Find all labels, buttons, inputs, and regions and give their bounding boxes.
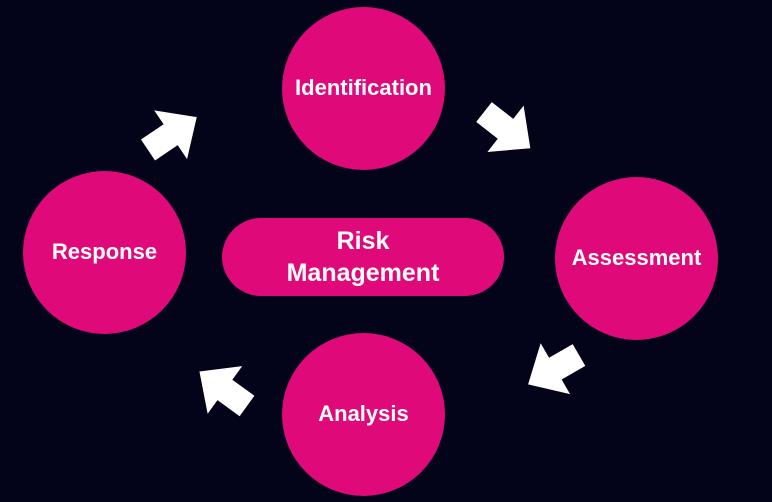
center-title-line-2: Management	[286, 259, 440, 287]
node-identification-label: Identification	[295, 75, 432, 101]
arrow-icon	[528, 343, 586, 395]
center-title-pill: Risk Management	[222, 218, 504, 296]
node-analysis: Analysis	[282, 333, 445, 496]
arrow-icon	[140, 110, 197, 161]
node-analysis-label: Analysis	[318, 401, 409, 427]
arrow-icon	[199, 366, 255, 417]
node-assessment: Assessment	[555, 177, 718, 340]
node-response: Response	[23, 171, 186, 334]
node-response-label: Response	[51, 239, 158, 265]
center-title-line-1: Risk	[336, 227, 390, 255]
node-assessment-label: Assessment	[571, 245, 702, 271]
node-identification: Identification	[282, 7, 445, 170]
arrow-icon	[476, 102, 531, 152]
